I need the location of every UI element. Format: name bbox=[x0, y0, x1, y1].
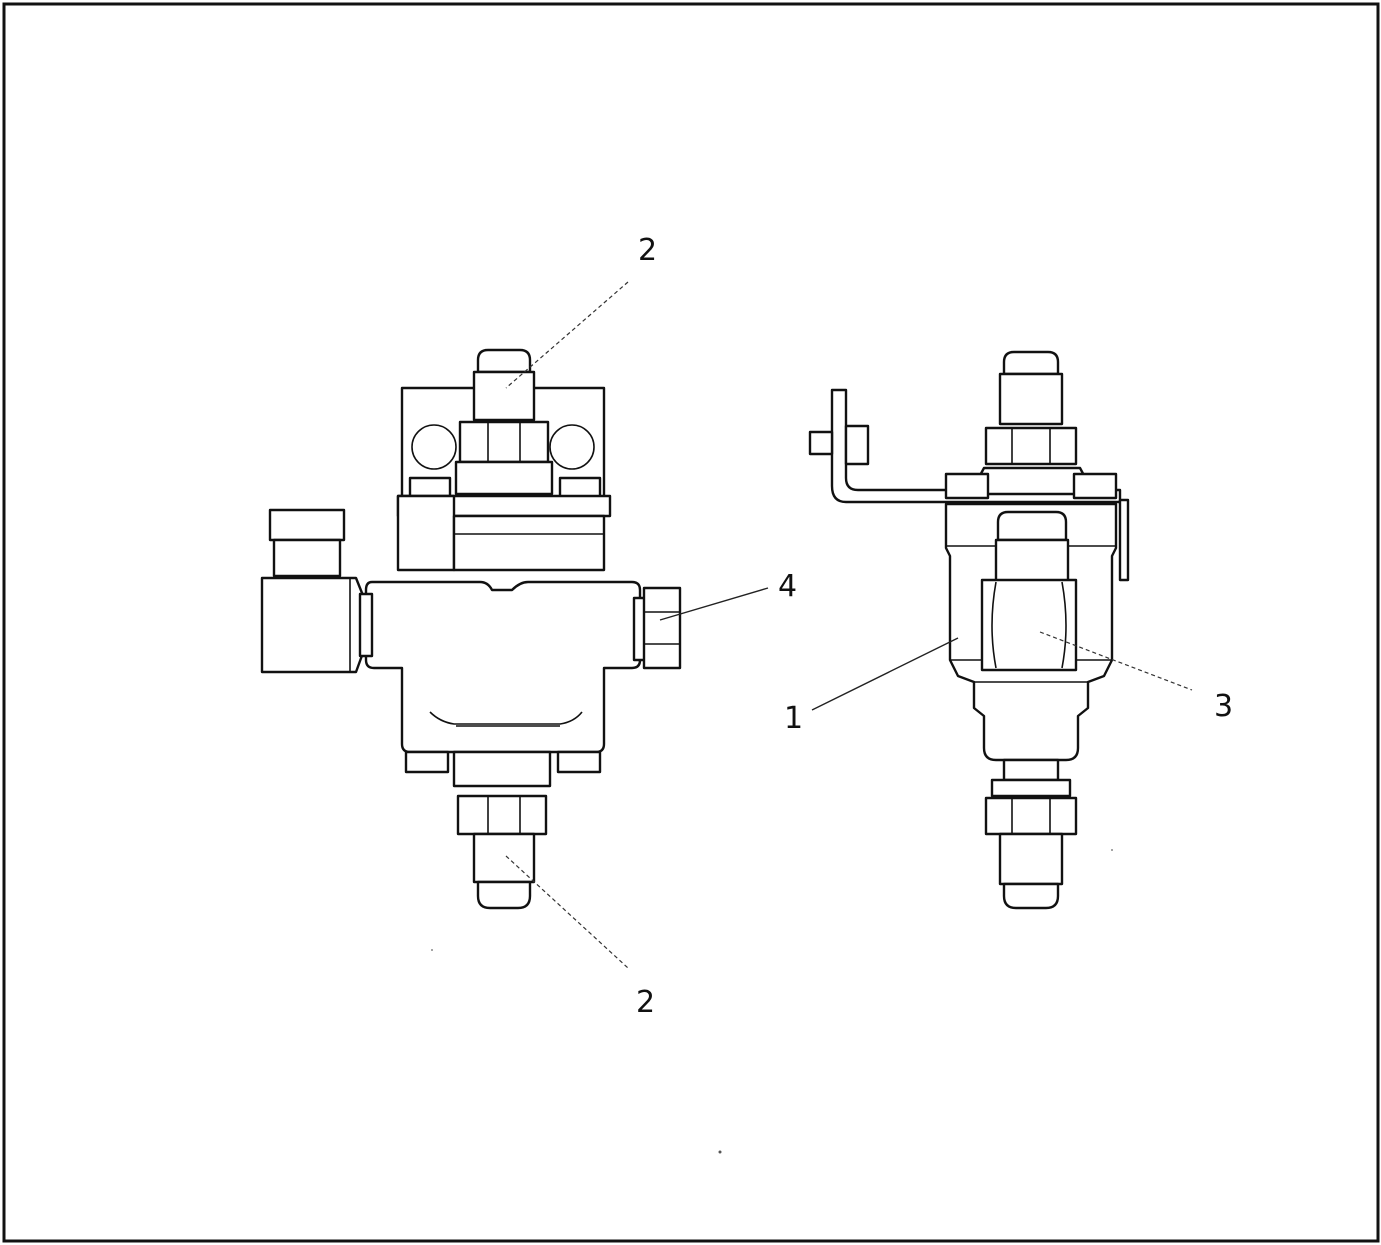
speck bbox=[431, 949, 433, 951]
speck bbox=[1111, 849, 1113, 851]
callout-3: 3 bbox=[1214, 689, 1233, 724]
callout-4: 4 bbox=[778, 569, 797, 604]
callout-1: 1 bbox=[784, 701, 803, 736]
side-view bbox=[808, 350, 1193, 910]
callout-2-bottom: 2 bbox=[636, 985, 655, 1020]
speck bbox=[718, 1150, 722, 1154]
front-view bbox=[260, 281, 769, 969]
callout-2-top: 2 bbox=[638, 233, 657, 268]
